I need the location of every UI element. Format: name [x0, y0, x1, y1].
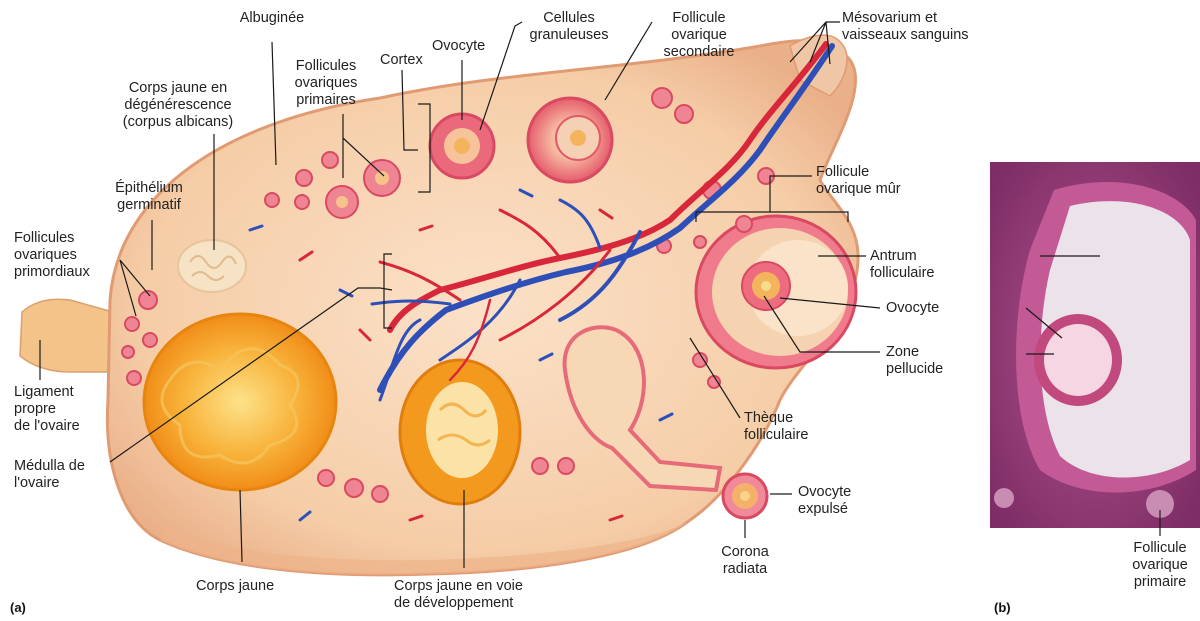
label-cortex: Cortex	[380, 52, 423, 69]
histology-image	[990, 162, 1200, 528]
label-line: Cortex	[380, 52, 423, 69]
label-line: Follicule	[1120, 540, 1200, 557]
label-line: ovariques	[286, 75, 366, 92]
label-line: Cellules	[522, 10, 616, 27]
secondary-follicle	[528, 98, 612, 182]
label-ovocyte-right: Ovocyte	[886, 300, 939, 317]
label-line: folliculaire	[744, 427, 808, 444]
label-line: Follicule	[660, 10, 738, 27]
label-albuginee: Albuginée	[236, 10, 308, 27]
label-line: Thèque	[744, 410, 808, 427]
label-line: ovarique	[1120, 557, 1200, 574]
panel-label-b: (b)	[994, 600, 1011, 615]
label-line: primordiaux	[14, 264, 90, 281]
label-line: Follicule	[816, 164, 901, 181]
label-line: Épithélium	[102, 180, 196, 197]
label-line: de développement	[394, 595, 523, 612]
label-line: Albuginée	[236, 10, 308, 27]
label-line: Follicules	[14, 230, 90, 247]
label-line: ovarique	[660, 27, 738, 44]
label-line: radiata	[710, 561, 780, 578]
label-line: ovariques	[14, 247, 90, 264]
mature-follicle	[696, 216, 856, 368]
ligament-shape	[20, 299, 120, 372]
label-line: Médulla de	[14, 458, 85, 475]
label-line: vaisseaux sanguins	[842, 27, 969, 44]
label-line: dégénérescence	[110, 97, 246, 114]
ovocyte-expulse-shape	[723, 474, 767, 518]
label-line: Ovocyte	[886, 300, 939, 317]
corpus-albicans	[178, 240, 246, 292]
label-line: Ovocyte	[432, 38, 485, 55]
label-line: ovarique mûr	[816, 181, 901, 198]
label-line: de l'ovaire	[14, 418, 80, 435]
label-line: Ligament	[14, 384, 80, 401]
label-line: l'ovaire	[14, 475, 85, 492]
label-line: pellucide	[886, 361, 943, 378]
label-line: Corona	[710, 544, 780, 561]
label-line: primaire	[1120, 574, 1200, 591]
label-line: secondaire	[660, 44, 738, 61]
label-line: (corpus albicans)	[110, 114, 246, 131]
label-line: Follicules	[286, 58, 366, 75]
corps-jaune-dev-shape	[400, 360, 520, 504]
label-line: expulsé	[798, 501, 851, 518]
label-line: folliculaire	[870, 265, 934, 282]
label-line: Mésovarium et	[842, 10, 969, 27]
label-line: germinatif	[102, 197, 196, 214]
label-line: Corps jaune en voie	[394, 578, 523, 595]
label-ovocyte-top: Ovocyte	[432, 38, 485, 55]
label-line: granuleuses	[522, 27, 616, 44]
primary-follicle-large	[430, 114, 494, 178]
label-line: propre	[14, 401, 80, 418]
label-line: Corps jaune en	[110, 80, 246, 97]
label-line: primaires	[286, 92, 366, 109]
corps-jaune-shape	[144, 314, 336, 490]
label-line: Ovocyte	[798, 484, 851, 501]
panel-label-a: (a)	[10, 600, 26, 615]
label-line: Antrum	[870, 248, 934, 265]
label-corps-jaune: Corps jaune	[196, 578, 274, 595]
label-line: Corps jaune	[196, 578, 274, 595]
label-line: Zone	[886, 344, 943, 361]
